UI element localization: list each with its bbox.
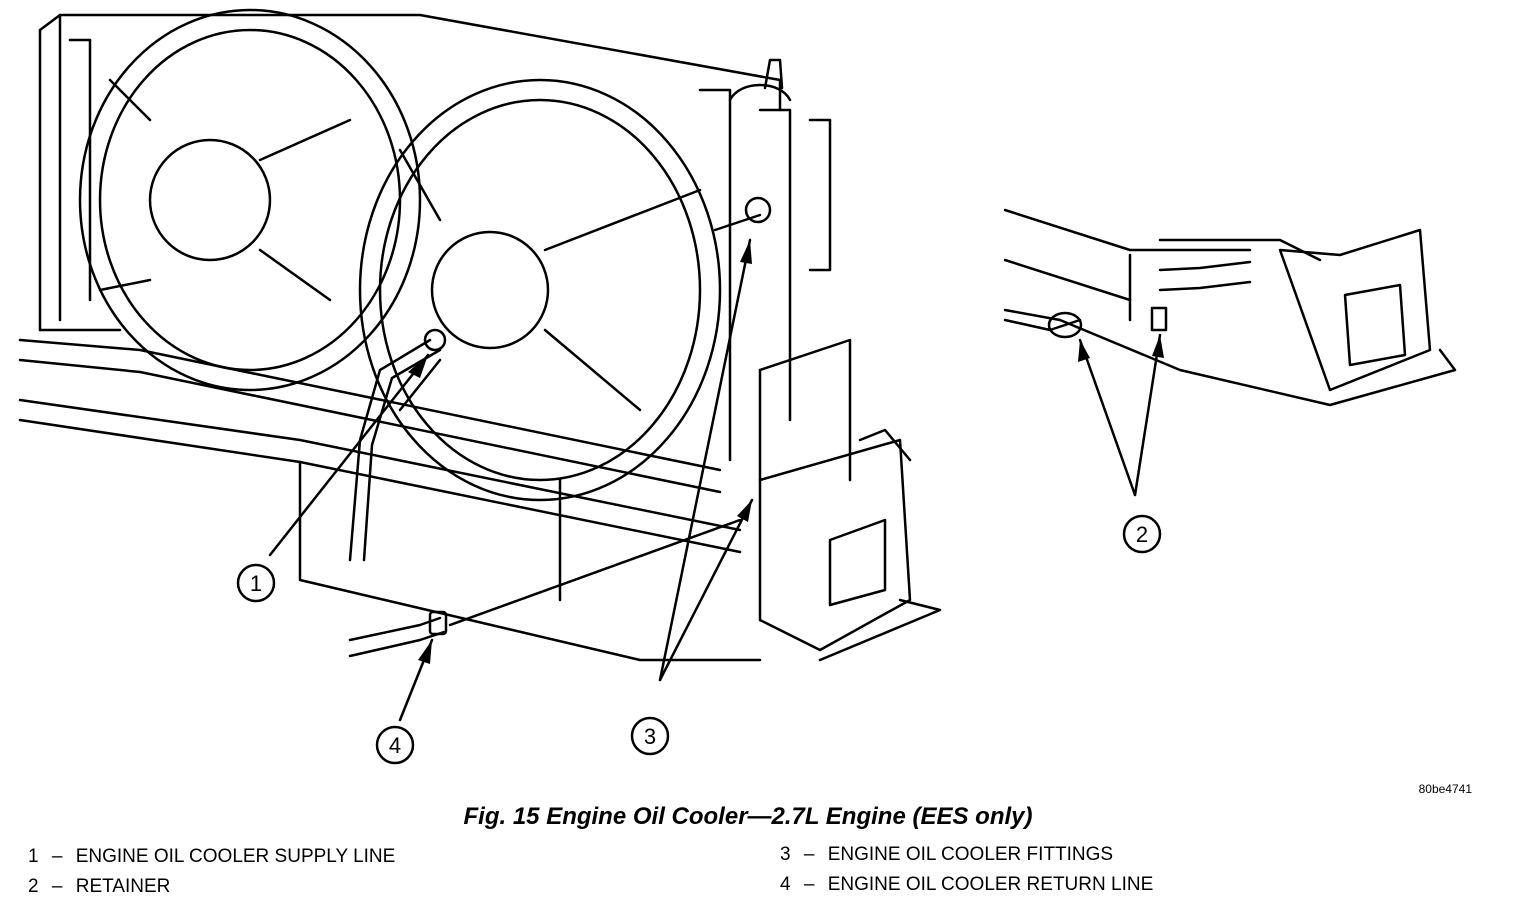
callout-3-circle: [630, 716, 670, 756]
legend-number: 4: [780, 874, 791, 895]
arrow-heads: [408, 240, 1164, 664]
legend-item-2: 2 – RETAINER: [28, 876, 170, 898]
legend-item-4: 4 – ENGINE OIL COOLER RETURN LINE: [780, 874, 1153, 896]
legend-item-1: 1 – ENGINE OIL COOLER SUPPLY LINE: [28, 846, 395, 868]
legend-dash: –: [51, 876, 63, 897]
legend-dash: –: [51, 846, 63, 867]
legend-number: 2: [28, 876, 39, 897]
radiator-assembly: [18, 13, 832, 662]
legend-text: ENGINE OIL COOLER FITTINGS: [827, 844, 1114, 865]
callout-2-circle: [1122, 514, 1162, 554]
supply-line: [348, 328, 447, 562]
inset-retainer-detail: [1003, 208, 1457, 407]
legend-number: 3: [780, 844, 791, 865]
legend-text: RETAINER: [75, 876, 171, 897]
legend-dash: –: [803, 874, 815, 895]
callout-1-circle: [236, 563, 276, 603]
callout-4-circle: [375, 725, 415, 765]
fan-shroud-left: [78, 8, 422, 392]
leader-lines: [268, 238, 1162, 722]
legend-item-3: 3 – ENGINE OIL COOLER FITTINGS: [780, 844, 1113, 866]
return-line: [348, 518, 742, 658]
legend-text: ENGINE OIL COOLER RETURN LINE: [827, 874, 1154, 895]
legend-text: ENGINE OIL COOLER SUPPLY LINE: [75, 846, 396, 867]
callout-4-label: 4: [389, 733, 401, 758]
cooler-bracket: [713, 196, 942, 662]
callout-3-label: 3: [644, 724, 656, 749]
figure-reference-code: 80be4741: [1418, 782, 1472, 796]
figure-caption: Fig. 15 Engine Oil Cooler—2.7L Engine (E…: [463, 803, 1033, 830]
legend-dash: –: [803, 844, 815, 865]
callout-1-label: 1: [250, 571, 262, 596]
legend-number: 1: [28, 846, 39, 867]
fan-shroud-right: [358, 78, 722, 502]
callout-2-label: 2: [1136, 522, 1148, 547]
